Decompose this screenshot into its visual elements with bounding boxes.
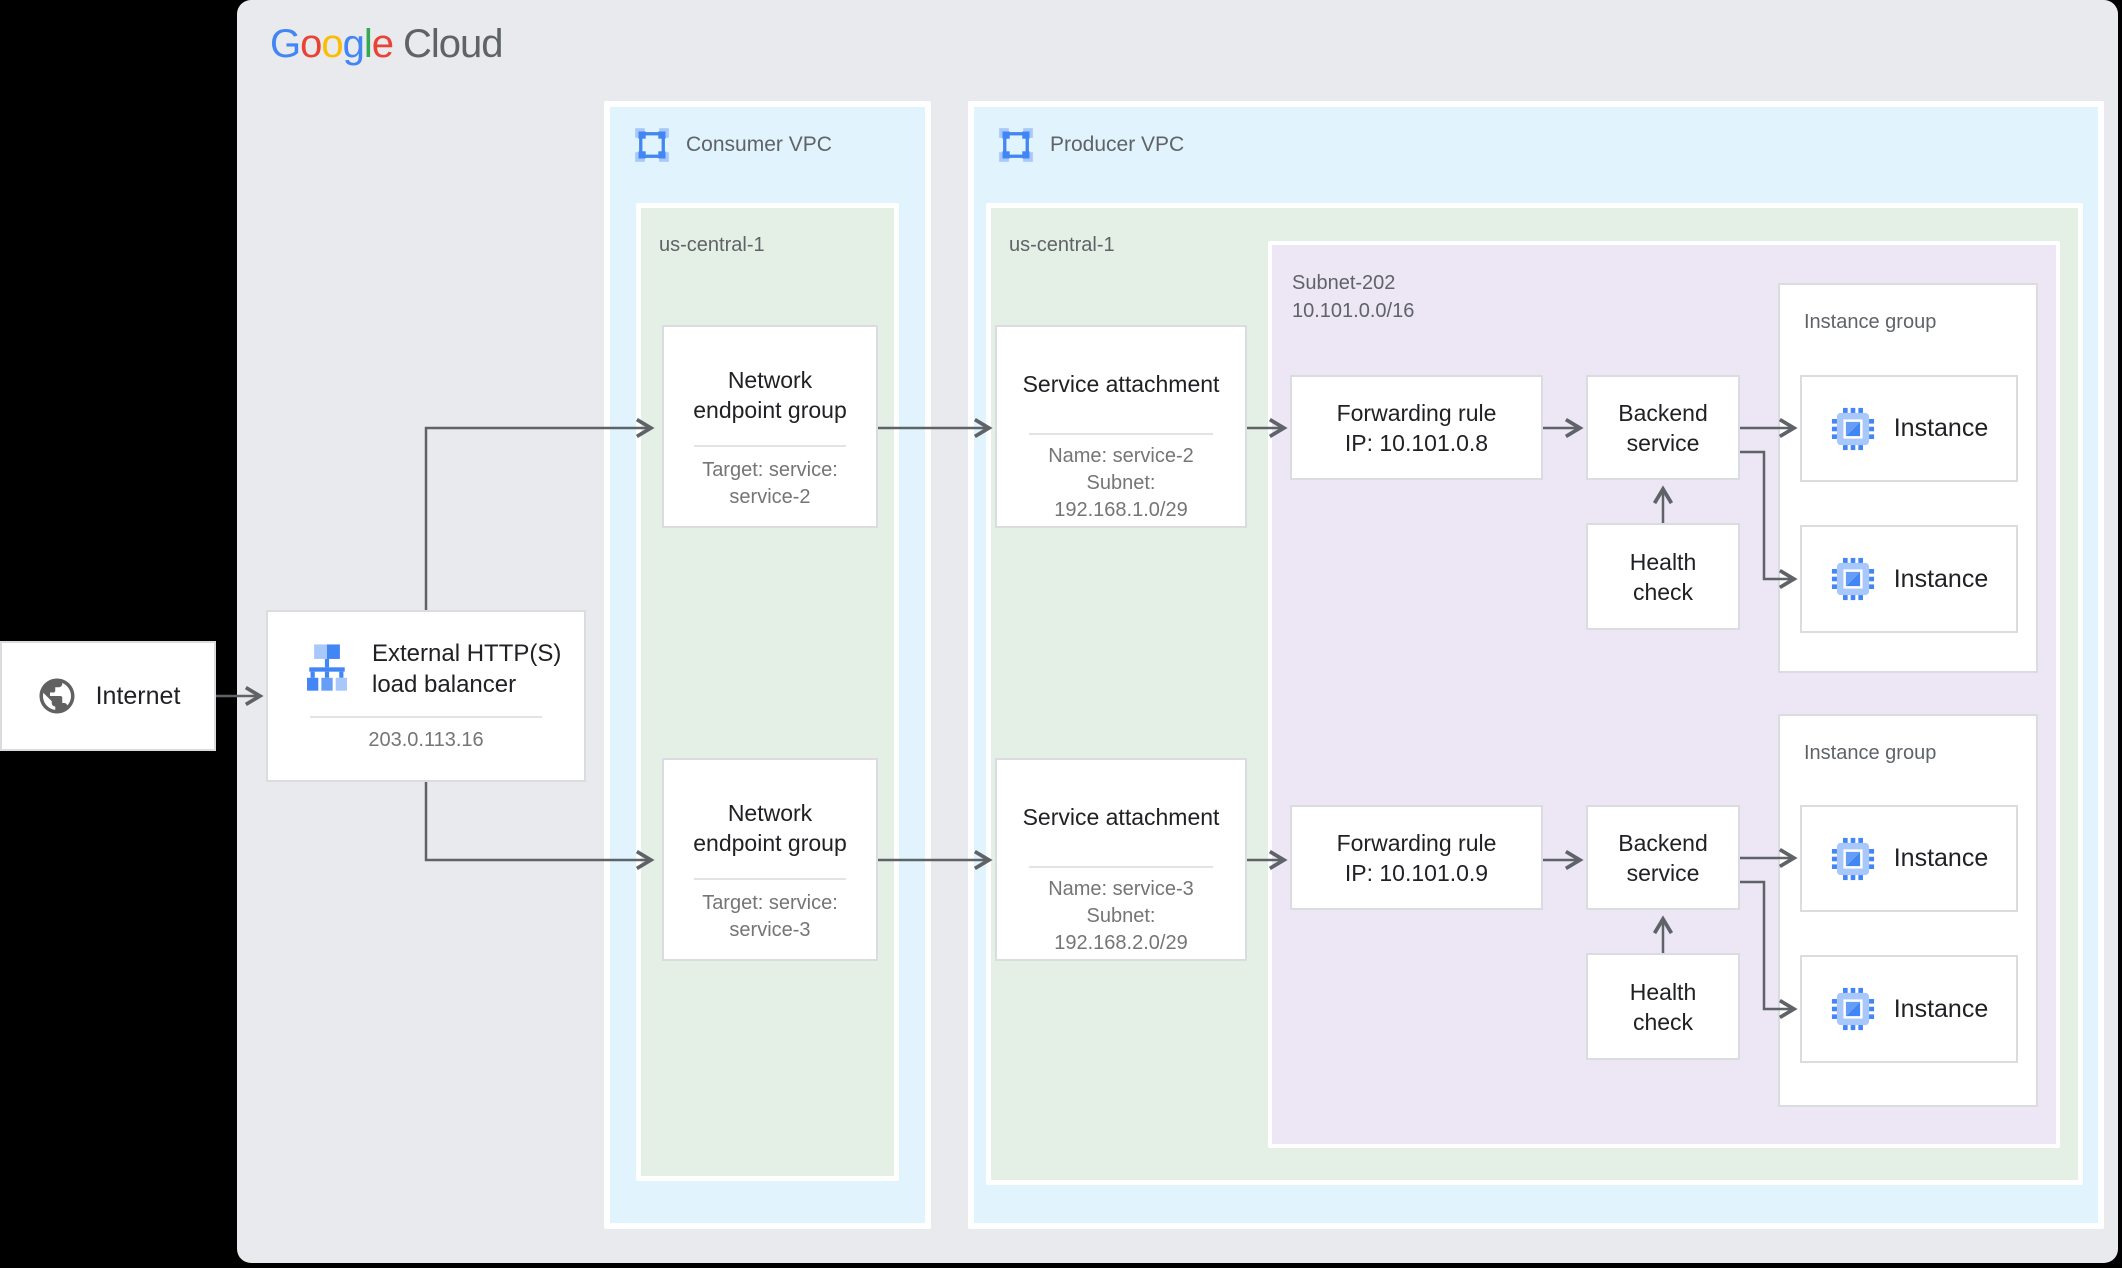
compute-instance-icon (1831, 557, 1874, 601)
load-balancer-title-line1: External HTTP(S) (372, 640, 562, 667)
forwarding-rule-line2: IP: 10.101.0.9 (1344, 859, 1489, 886)
instance-node: Instance (1800, 525, 2018, 633)
load-balancer-title: External HTTP(S) load balancer (372, 638, 561, 700)
divider (694, 445, 846, 447)
service-attachment-node-2: Service attachment Name: service-3 Subne… (995, 758, 1247, 961)
internet-label: Internet (95, 681, 181, 710)
producer-region-label: us-central-1 (1009, 234, 1115, 256)
internet-content: Internet (2, 643, 214, 749)
load-balancer-icon (307, 644, 347, 691)
network-endpoint-group-node-2: Network endpoint group Target: service: … (662, 758, 878, 961)
divider (1029, 866, 1213, 868)
backend-service-line1: Backend (1618, 399, 1708, 426)
instance-content: Instance (1802, 527, 2016, 631)
instance-content: Instance (1802, 377, 2016, 480)
instance-content: Instance (1802, 807, 2016, 910)
instance-content: Instance (1802, 957, 2016, 1061)
load-balancer-ip: 203.0.113.16 (368, 729, 484, 751)
internet-node: Internet (0, 641, 216, 751)
producer-vpc-header: Producer VPC (974, 107, 2098, 163)
consumer-vpc-header: Consumer VPC (610, 107, 925, 163)
forwarding-rule-line2: IP: 10.101.0.8 (1344, 429, 1489, 456)
logo-letter: o (321, 22, 343, 66)
logo-letter: o (300, 22, 322, 66)
backend-service-line1: Backend (1618, 829, 1708, 856)
logo-letter: g (342, 22, 365, 66)
instance-node: Instance (1800, 805, 2018, 912)
neg-title-line1: Network (727, 367, 813, 393)
instance-node: Instance (1800, 955, 2018, 1063)
neg-title-line2: endpoint group (693, 830, 847, 856)
sa-detail-line2: Subnet: (1086, 905, 1156, 927)
neg-title-line2: endpoint group (693, 397, 847, 423)
consumer-vpc-label: Consumer VPC (686, 133, 832, 156)
neg-detail: Target: service: service-3 (702, 890, 838, 944)
instance-group-label: Instance group (1804, 742, 1937, 764)
backend-service-node-2: Backend service (1586, 805, 1740, 910)
health-check-line1: Health (1629, 548, 1697, 575)
sa-detail-line2: Subnet: (1086, 472, 1156, 494)
sa-detail-line1: Name: service-2 (1048, 445, 1194, 467)
neg-detail-line2: service-2 (729, 486, 811, 508)
instance-label: Instance (1893, 844, 1989, 872)
divider (310, 716, 542, 718)
vpc-network-icon (999, 128, 1033, 162)
neg-title-line1: Network (727, 800, 813, 826)
logo-cloud-text: Cloud (403, 22, 504, 66)
compute-instance-icon (1831, 407, 1874, 450)
subnet-name: Subnet-202 (1292, 272, 1396, 294)
backend-service-line2: service (1626, 859, 1700, 886)
health-check-line2: check (1632, 578, 1694, 605)
backend-service-line2: service (1626, 429, 1700, 456)
globe-icon (39, 678, 75, 714)
sa-detail-line3: 192.168.2.0/29 (1054, 932, 1188, 954)
logo-letter: e (371, 22, 394, 66)
load-balancer-header: External HTTP(S) load balancer (268, 612, 561, 700)
forwarding-rule-line1: Forwarding rule (1336, 829, 1497, 856)
neg-title: Network endpoint group (693, 365, 846, 425)
health-check-line2: check (1632, 1008, 1694, 1035)
health-check-line1: Health (1629, 978, 1697, 1005)
divider (694, 878, 846, 880)
service-attachment-title: Service attachment (1022, 371, 1220, 397)
health-check-node-2: Health check (1586, 953, 1740, 1060)
producer-vpc-label: Producer VPC (1050, 133, 1185, 156)
sa-detail-line3: 192.168.1.0/29 (1054, 499, 1188, 521)
neg-detail-line1: Target: service: (702, 892, 838, 914)
service-attachment-detail: Name: service-3 Subnet: 192.168.2.0/29 (1048, 876, 1194, 957)
network-endpoint-group-node-1: Network endpoint group Target: service: … (662, 325, 878, 528)
instance-label: Instance (1893, 564, 1989, 593)
vpc-network-icon (635, 128, 669, 162)
load-balancer-node: External HTTP(S) load balancer 203.0.113… (266, 610, 586, 782)
logo-letter: l (363, 22, 373, 66)
neg-detail: Target: service: service-2 (702, 457, 838, 511)
backend-service-node-1: Backend service (1586, 375, 1740, 480)
logo-letter: G (270, 22, 301, 66)
compute-instance-icon (1831, 837, 1874, 880)
load-balancer-title-line2: load balancer (372, 671, 517, 698)
neg-detail-line2: service-3 (729, 919, 811, 941)
compute-instance-icon (1831, 987, 1874, 1031)
sa-detail-line1: Name: service-3 (1048, 878, 1194, 900)
subnet-label: Subnet-202 10.101.0.0/16 (1272, 245, 2056, 325)
consumer-region-label: us-central-1 (659, 234, 765, 256)
instance-node: Instance (1800, 375, 2018, 482)
service-attachment-detail: Name: service-2 Subnet: 192.168.1.0/29 (1048, 443, 1194, 524)
instance-label: Instance (1893, 994, 1989, 1023)
instance-label: Instance (1893, 414, 1989, 442)
forwarding-rule-line1: Forwarding rule (1336, 399, 1497, 426)
service-attachment-title: Service attachment (1022, 804, 1220, 830)
instance-group-label: Instance group (1804, 311, 1937, 333)
neg-title: Network endpoint group (693, 798, 846, 858)
subnet-cidr: 10.101.0.0/16 (1292, 300, 1415, 322)
forwarding-rule-node-2: Forwarding rule IP: 10.101.0.9 (1290, 805, 1543, 910)
health-check-node-1: Health check (1586, 523, 1740, 630)
divider (1029, 433, 1213, 435)
service-attachment-node-1: Service attachment Name: service-2 Subne… (995, 325, 1247, 528)
neg-detail-line1: Target: service: (702, 459, 838, 481)
forwarding-rule-node-1: Forwarding rule IP: 10.101.0.8 (1290, 375, 1543, 480)
